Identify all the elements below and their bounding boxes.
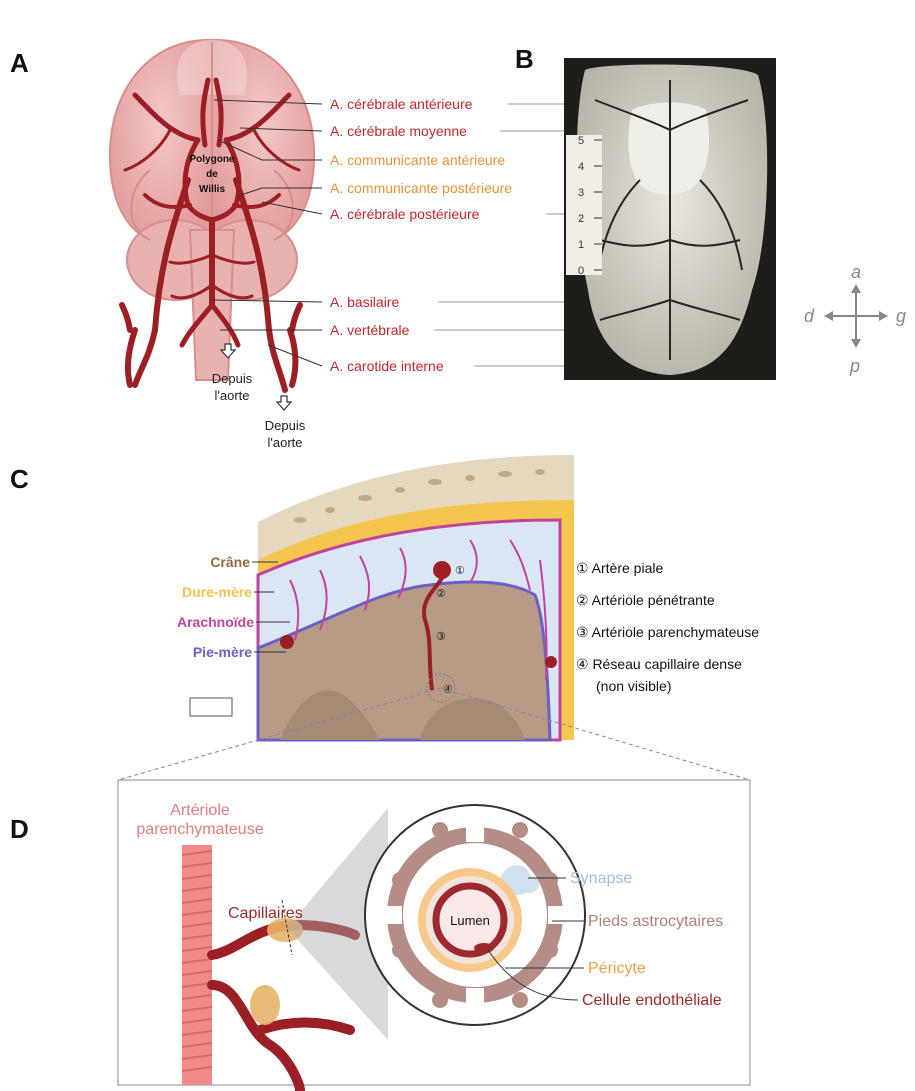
legend-item-1: ① Artère piale — [576, 560, 663, 576]
artery-label-posterior-communicating: A. communicante postérieure — [330, 180, 512, 196]
layer-labels: Crâne Dure-mère Arachnoïde Pie-mère — [177, 554, 254, 660]
layer-label-pia: Pie-mère — [193, 644, 252, 660]
compass-g: g — [896, 306, 906, 326]
aorta-label-2a: Depuis — [265, 418, 306, 433]
arrow-right-icon — [879, 311, 888, 321]
layer-label-arachnoid: Arachnoïde — [177, 614, 254, 630]
ruler-mark: 2 — [578, 213, 584, 225]
endothelial-cell-label: Cellule endothéliale — [582, 992, 722, 1009]
willis-label-1: Polygone — [189, 154, 234, 165]
legend-item-4-sub: (non visible) — [596, 678, 671, 694]
marker-2: ② — [436, 588, 446, 600]
empty-box — [190, 698, 232, 716]
aorta-label-1b: l'aorte — [214, 388, 249, 403]
willis-label-2: de — [206, 169, 218, 180]
orientation-compass: a p d g — [804, 262, 906, 376]
marker-3: ③ — [436, 631, 446, 643]
lumen-label: Lumen — [450, 913, 490, 928]
layer-label-dura: Dure-mère — [182, 584, 252, 600]
panel-letter-b: B — [515, 44, 534, 74]
marker-1: ① — [455, 565, 465, 577]
up-arrow-icon — [277, 396, 291, 410]
panel-letter-a: A — [10, 48, 29, 78]
pericyte-label: Péricyte — [588, 960, 646, 977]
astrocyte-feet-label: Pieds astrocytaires — [588, 913, 723, 930]
artery-label-vertebral: A. vertébrale — [330, 322, 410, 338]
brain-photo: 5 4 3 2 1 0 — [564, 58, 776, 380]
panel-c-legend: ① Artère piale ② Artériole pénétrante ③ … — [576, 560, 759, 694]
ruler-mark: 4 — [578, 161, 584, 173]
artery-label-middle-cerebral: A. cérébrale moyenne — [330, 123, 467, 139]
arteriole-label-1: Artériole — [170, 802, 230, 819]
legend-item-4: ④ Réseau capillaire dense — [576, 656, 742, 672]
compass-d: d — [804, 306, 815, 326]
ruler-mark: 0 — [578, 265, 584, 277]
arrow-left-icon — [824, 311, 833, 321]
synapse-label: Synapse — [570, 870, 632, 887]
brain-illustration: Polygone de Willis Depuis l'aorte Depuis… — [110, 40, 314, 450]
artery-label-anterior-communicating: A. communicante antérieure — [330, 152, 505, 168]
meninges-section: ① ② ③ ④ — [252, 455, 574, 740]
compass-p: p — [849, 356, 860, 376]
aorta-label-2b: l'aorte — [267, 435, 302, 450]
artery-label-internal-carotid: A. carotide interne — [330, 358, 444, 374]
panel-letter-d: D — [10, 814, 29, 844]
arteriole-label-2: parenchymateuse — [136, 821, 263, 838]
panel-letter-c: C — [10, 464, 29, 494]
artery-labels: A. cérébrale antérieure A. cérébrale moy… — [330, 96, 512, 374]
ruler-mark: 3 — [578, 187, 584, 199]
legend-item-2: ② Artériole pénétrante — [576, 592, 715, 608]
willis-label-3: Willis — [199, 184, 225, 195]
capillaries-label: Capillaires — [228, 905, 303, 922]
artery-label-posterior-cerebral: A. cérébrale postérieure — [330, 206, 480, 222]
artery-label-basilar: A. basilaire — [330, 294, 399, 310]
arrow-up-icon — [851, 284, 861, 293]
compass-a: a — [851, 262, 861, 282]
arrow-down-icon — [851, 339, 861, 348]
ruler-mark: 1 — [578, 239, 584, 251]
aorta-label-1a: Depuis — [212, 371, 253, 386]
legend-item-3: ③ Artériole parenchymateuse — [576, 624, 759, 640]
artery-label-anterior-cerebral: A. cérébrale antérieure — [330, 96, 473, 112]
ruler-mark: 5 — [578, 135, 584, 147]
layer-label-skull: Crâne — [210, 554, 250, 570]
